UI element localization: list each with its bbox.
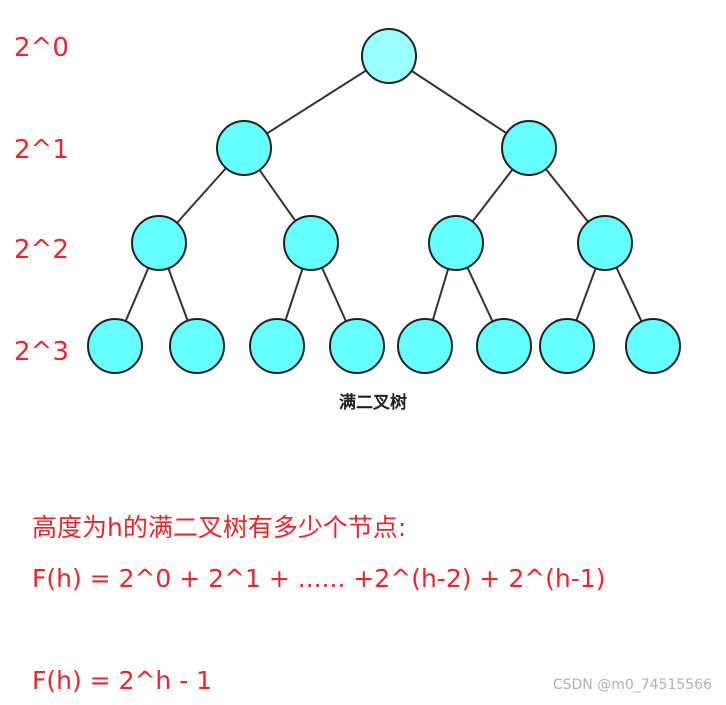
tree-node-level-3-4 [397,318,453,374]
level-label-1: 2^1 [14,135,69,165]
formula-sum: F(h) = 2^0 + 2^1 + ...... +2^(h-2) + 2^(… [32,564,606,593]
tree-node-level-3-6 [539,318,595,374]
tree-node-level-1-1 [501,120,557,176]
tree-node-level-2-1 [283,215,339,271]
tree-node-level-2-3 [577,215,633,271]
tree-node-level-3-7 [625,318,681,374]
watermark: CSDN @m0_74515566 [552,677,712,693]
tree-node-level-0-0 [361,28,417,84]
level-label-0: 2^0 [14,33,69,63]
tree-node-level-1-0 [216,120,272,176]
tree-caption: 满二叉树 [339,392,407,413]
tree-node-level-2-0 [131,215,187,271]
tree-node-level-3-2 [249,318,305,374]
tree-edges [114,55,654,347]
tree-node-level-3-1 [169,318,225,374]
tree-node-level-2-2 [428,215,484,271]
tree-nodes [87,28,681,374]
tree-node-level-3-5 [476,318,532,374]
formula-result: F(h) = 2^h - 1 [32,666,213,695]
tree-node-level-3-3 [329,318,385,374]
tree-node-level-3-0 [87,318,143,374]
tree-edge [243,55,390,149]
level-label-3: 2^3 [14,337,69,367]
question-text: 高度为h的满二叉树有多少个节点: [32,513,407,542]
level-label-2: 2^2 [14,235,69,265]
